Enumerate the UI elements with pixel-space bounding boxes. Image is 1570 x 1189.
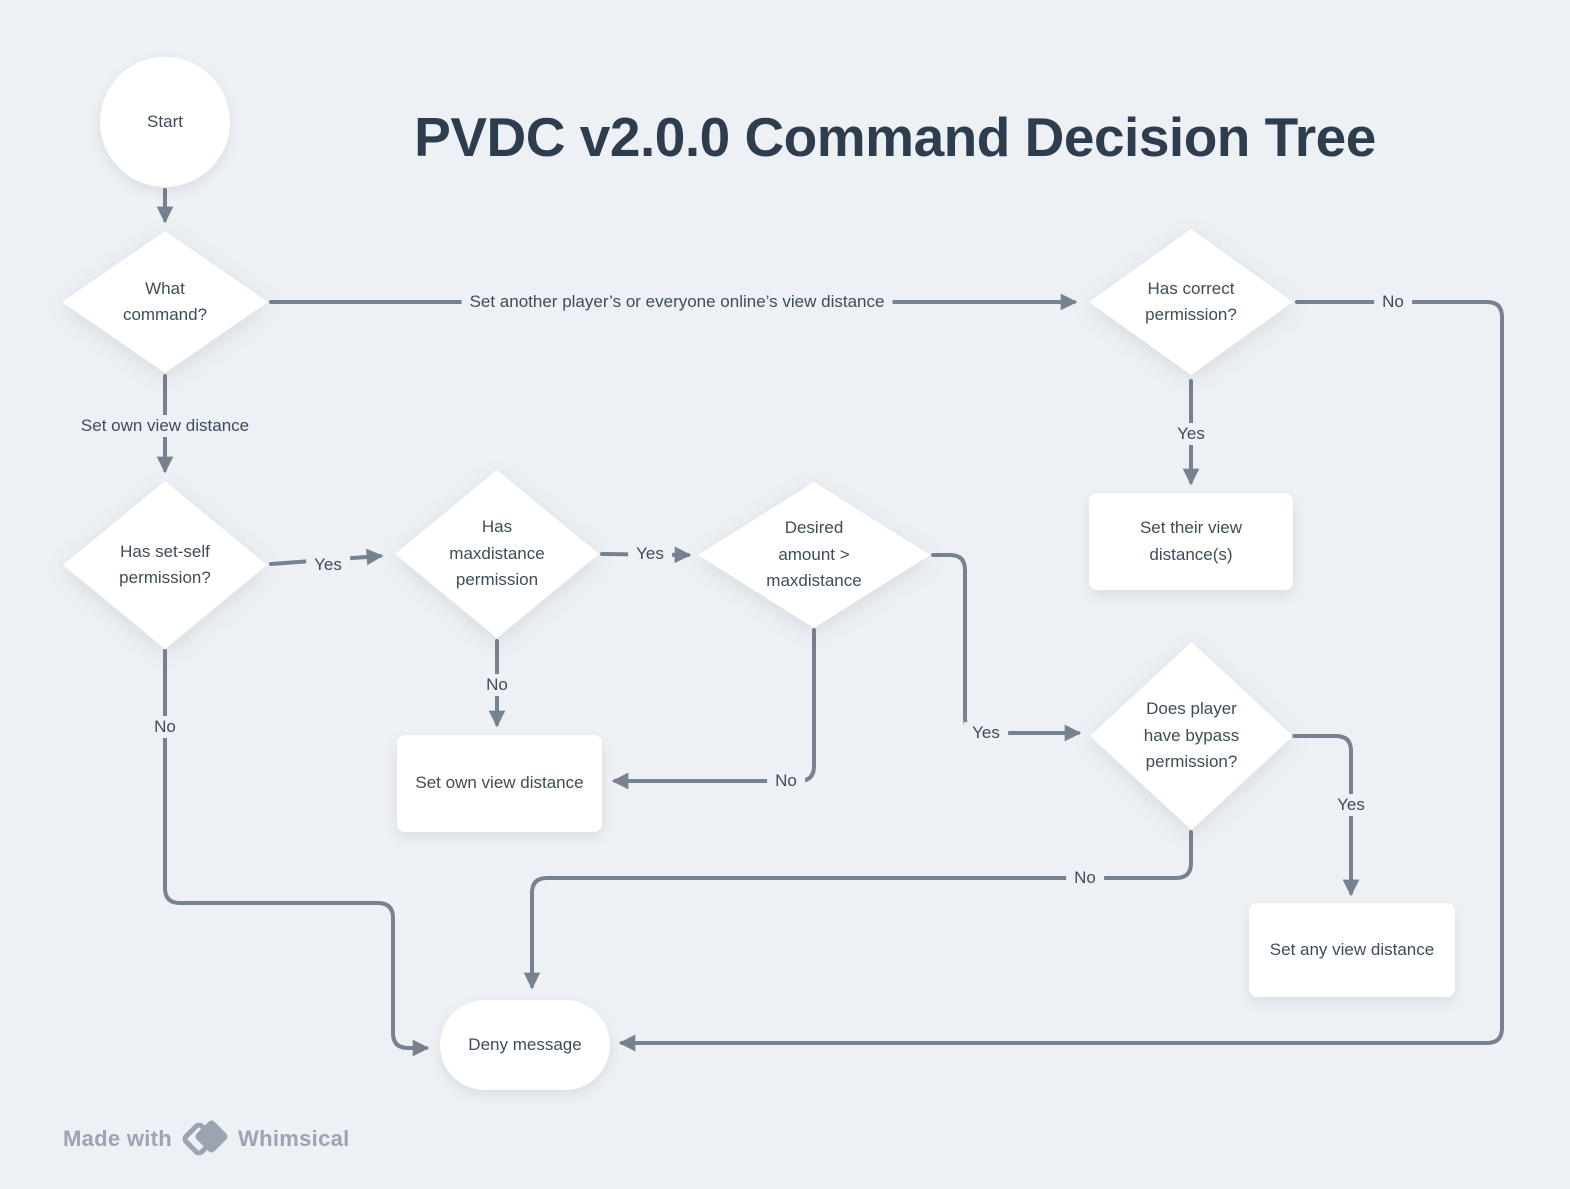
node-start: Start xyxy=(100,57,230,187)
whimsical-logo-icon xyxy=(180,1118,230,1160)
edge-label-setself-yes: Yes xyxy=(306,554,350,576)
edge-label-correct-yes: Yes xyxy=(1169,423,1213,445)
node-has-correct-permission-label: Has correct permission? xyxy=(1145,278,1237,324)
node-deny-message-label: Deny message xyxy=(468,1034,582,1054)
node-has-set-self-permission: Has set-self permission? xyxy=(63,481,267,649)
node-set-their-view-distance: Set their view distance(s) xyxy=(1089,493,1293,590)
edge-label-maxdist-no: No xyxy=(478,674,516,696)
node-what-command: What command? xyxy=(62,231,268,373)
edge-label-set-another: Set another player’s or everyone online’… xyxy=(461,291,893,313)
edge-label-correct-no: No xyxy=(1374,291,1412,313)
node-set-any-view-distance: Set any view distance xyxy=(1249,903,1455,997)
edge-bypass-no-to-deny xyxy=(523,830,1193,990)
edge-has-correct-no-to-deny xyxy=(618,300,1504,1052)
edge-label-desired-no: No xyxy=(767,770,805,792)
edge-label-bypass-no: No xyxy=(1066,867,1104,889)
node-set-any-view-distance-label: Set any view distance xyxy=(1269,939,1435,959)
node-has-correct-permission: Has correct permission? xyxy=(1089,229,1293,375)
node-what-command-label: What command? xyxy=(122,278,208,324)
node-start-label: Start xyxy=(147,111,183,131)
node-deny-message: Deny message xyxy=(440,1000,610,1090)
node-has-maxdistance-permission: Has maxdistance permission xyxy=(395,470,599,638)
edge-label-set-own: Set own view distance xyxy=(72,415,258,437)
edge-label-setself-no: No xyxy=(146,716,184,738)
edge-desired-no-to-set-own xyxy=(611,628,816,790)
page-title: PVDC v2.0.0 Command Decision Tree xyxy=(414,106,1376,168)
node-has-set-self-permission-label: Has set-self permission? xyxy=(119,541,211,587)
node-set-their-view-distance-label: Set their view distance(s) xyxy=(1139,518,1243,564)
edge-bypass-yes-to-set-any xyxy=(1292,734,1360,897)
node-does-player-have-bypass-permission: Does player have bypass permission? xyxy=(1090,642,1293,830)
node-set-own-view-distance: Set own view distance xyxy=(397,735,602,832)
edge-desired-yes-to-bypass xyxy=(931,553,1082,742)
whimsical-brand-text: Whimsical xyxy=(238,1126,350,1151)
edge-label-bypass-yes: Yes xyxy=(1329,794,1373,816)
whimsical-watermark-link[interactable]: Made with Whimsical xyxy=(63,1118,350,1160)
edge-label-desired-yes: Yes xyxy=(964,722,1008,744)
node-desired-amount-gt-maxdistance-label: Desired amount > maxdistance xyxy=(766,518,862,591)
node-does-player-have-bypass-permission-label: Does player have bypass permission? xyxy=(1143,699,1240,772)
edge-set-self-no-to-deny xyxy=(163,649,430,1057)
made-with-text: Made with xyxy=(63,1126,173,1151)
node-has-maxdistance-permission-label: Has maxdistance permission xyxy=(449,517,545,590)
node-desired-amount-gt-maxdistance: Desired amount > maxdistance xyxy=(698,482,930,628)
edge-label-maxdist-yes: Yes xyxy=(628,543,672,565)
node-set-own-view-distance-label: Set own view distance xyxy=(415,773,584,793)
